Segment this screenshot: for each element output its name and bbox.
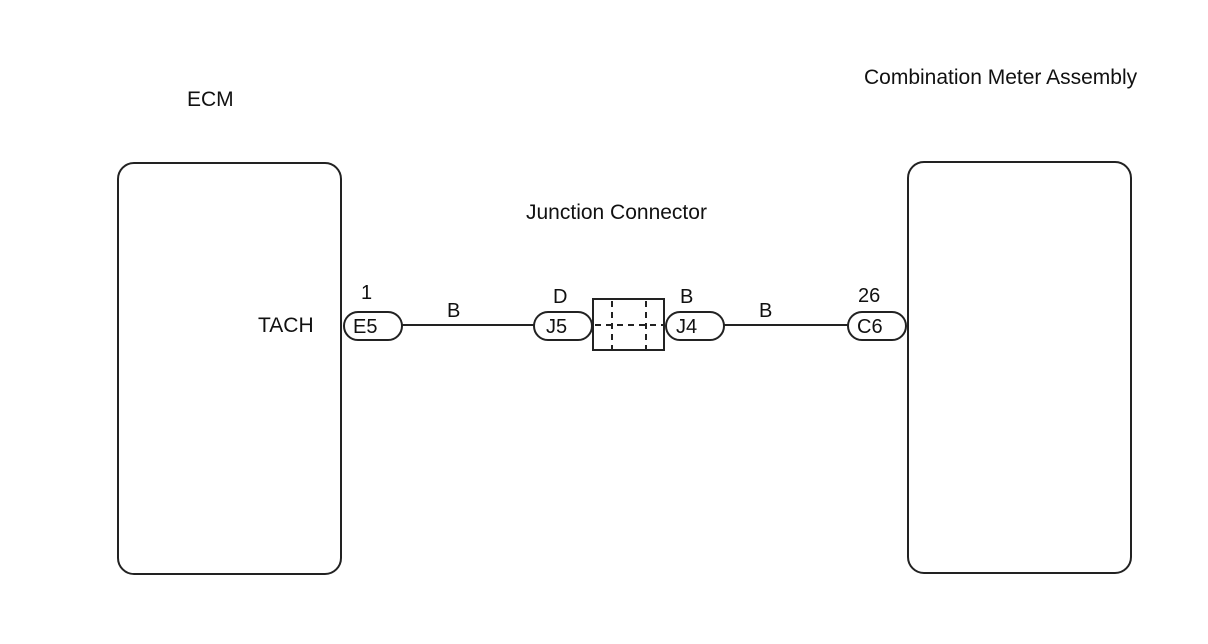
wire-right-color-code: B bbox=[759, 300, 772, 322]
combination-meter-component: Combination Meter Assembly bbox=[864, 66, 1138, 574]
connector-c6-pin: 26 bbox=[858, 285, 880, 307]
combination-meter-title: Combination Meter Assembly bbox=[864, 66, 1138, 89]
connector-c6-code: C6 bbox=[857, 316, 883, 338]
connector-e5: 1 E5 bbox=[343, 282, 403, 341]
connector-j4-code: J4 bbox=[676, 316, 697, 338]
ecm-pin-label-tach: TACH bbox=[258, 314, 314, 337]
wire-left-color-code: B bbox=[447, 300, 460, 322]
ecm-title: ECM bbox=[187, 88, 234, 111]
connector-j5-pin: D bbox=[553, 286, 567, 308]
connector-e5-code: E5 bbox=[353, 316, 377, 338]
ecm-box bbox=[117, 162, 342, 575]
connector-e5-pin: 1 bbox=[361, 282, 372, 304]
connector-j5: D J5 bbox=[533, 286, 593, 341]
connector-j4-pin: B bbox=[680, 286, 693, 308]
junction-block bbox=[592, 298, 665, 351]
connector-e5-shape bbox=[343, 311, 403, 341]
combination-meter-box bbox=[907, 161, 1132, 574]
connector-c6: 26 C6 bbox=[847, 285, 907, 341]
connector-c6-shape bbox=[847, 311, 907, 341]
junction-connector-title: Junction Connector bbox=[526, 201, 707, 224]
connector-j4-shape bbox=[665, 311, 725, 341]
ecm-component: ECM TACH bbox=[117, 88, 342, 575]
connector-j4: B J4 bbox=[665, 286, 725, 341]
connector-j5-code: J5 bbox=[546, 316, 567, 338]
